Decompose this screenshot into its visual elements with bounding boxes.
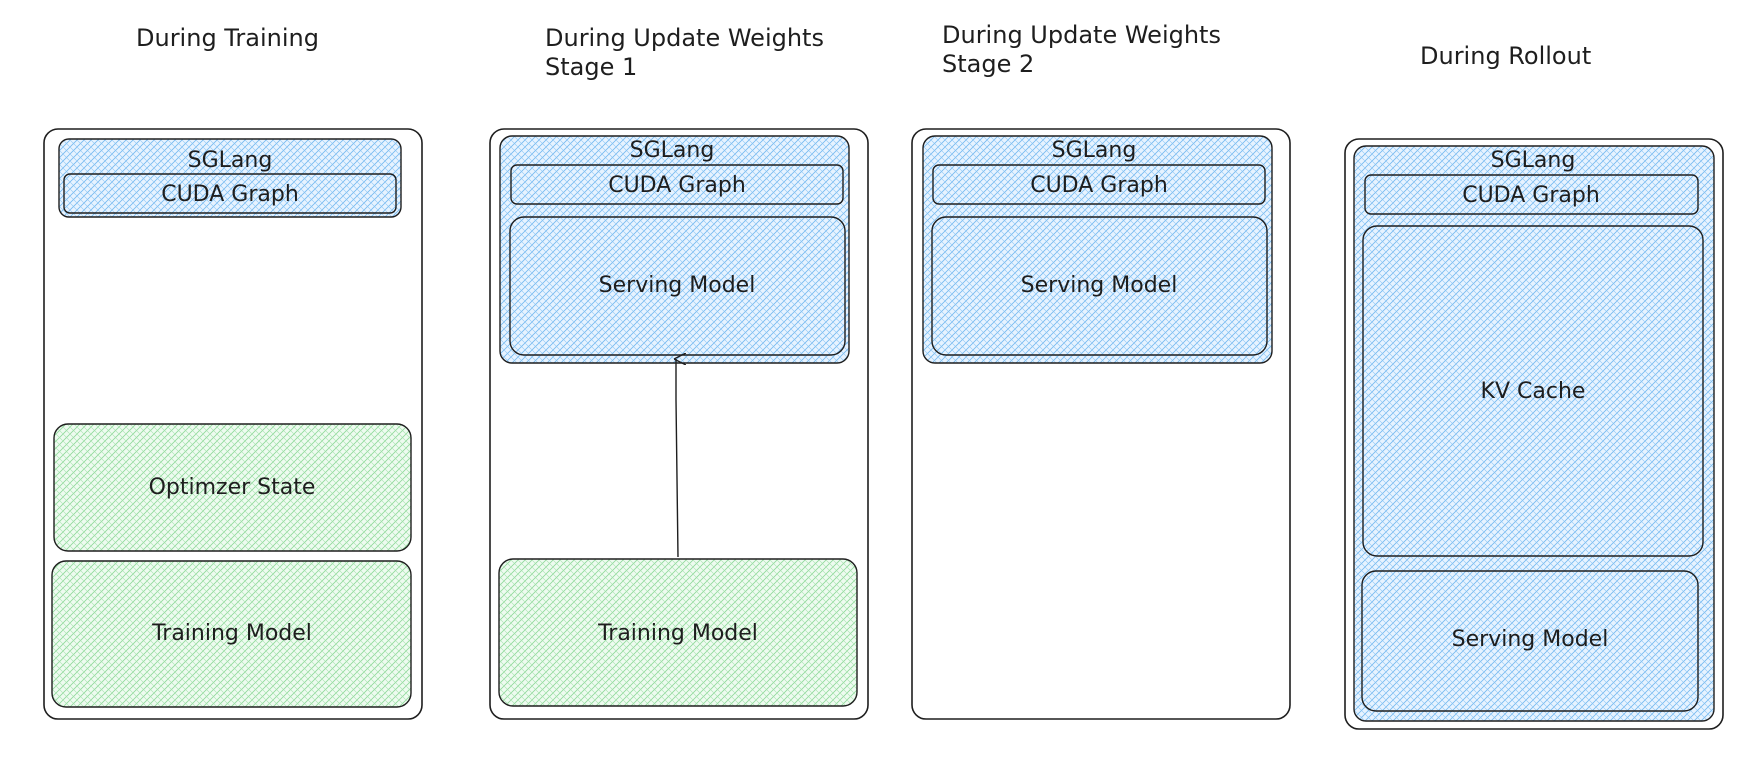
optimizer-state-label: Optimzer State — [149, 475, 316, 500]
serving-model-label: Serving Model — [1021, 273, 1178, 298]
cuda-graph-label: CUDA Graph — [1462, 183, 1600, 208]
column-update-stage-1: SGLang CUDA Graph Serving Model Training… — [489, 128, 869, 720]
cuda-graph-label: CUDA Graph — [161, 182, 299, 207]
column-rollout: SGLang CUDA Graph KV Cache Serving Model — [1344, 138, 1724, 730]
sglang-label: SGLang — [1052, 138, 1137, 163]
column-training: SGLang CUDA Graph Optimzer State Trainin… — [43, 128, 423, 720]
training-model-block: Training Model — [51, 560, 412, 708]
column-title-update-stage-1: During Update Weights Stage 1 — [545, 24, 824, 81]
kv-cache-block: KV Cache — [1362, 225, 1704, 557]
column-update-stage-2: SGLang CUDA Graph Serving Model — [911, 128, 1291, 720]
weight-transfer-arrow — [676, 359, 678, 558]
sglang-label: SGLang — [1491, 148, 1576, 173]
serving-model-block: Serving Model — [931, 216, 1268, 356]
gpu-memory-box — [1344, 138, 1724, 730]
cuda-graph-label: CUDA Graph — [1030, 173, 1168, 198]
serving-model-block: Serving Model — [1361, 570, 1699, 712]
column-title-update-stage-2: During Update Weights Stage 2 — [942, 21, 1221, 78]
cuda-graph-block: CUDA Graph — [63, 173, 397, 214]
column-title-rollout: During Rollout — [1420, 42, 1592, 70]
sglang-label: SGLang — [188, 148, 273, 173]
serving-model-block: Serving Model — [509, 216, 846, 356]
column-title-training: During Training — [136, 24, 319, 52]
sglang-label: SGLang — [630, 138, 715, 163]
cuda-graph-block: CUDA Graph — [932, 164, 1266, 205]
cuda-graph-label: CUDA Graph — [608, 173, 746, 198]
cuda-graph-block: CUDA Graph — [1364, 174, 1699, 215]
serving-model-label: Serving Model — [599, 273, 756, 298]
serving-model-label: Serving Model — [1452, 627, 1609, 652]
cuda-graph-block: CUDA Graph — [510, 164, 844, 205]
gpu-memory-box — [489, 128, 869, 720]
optimizer-state-block: Optimzer State — [53, 423, 412, 552]
gpu-memory-box — [911, 128, 1291, 720]
training-model-label: Training Model — [151, 621, 312, 646]
kv-cache-label: KV Cache — [1481, 379, 1586, 404]
training-model-block: Training Model — [498, 558, 858, 707]
gpu-memory-box — [43, 128, 423, 720]
training-model-label: Training Model — [597, 621, 758, 646]
